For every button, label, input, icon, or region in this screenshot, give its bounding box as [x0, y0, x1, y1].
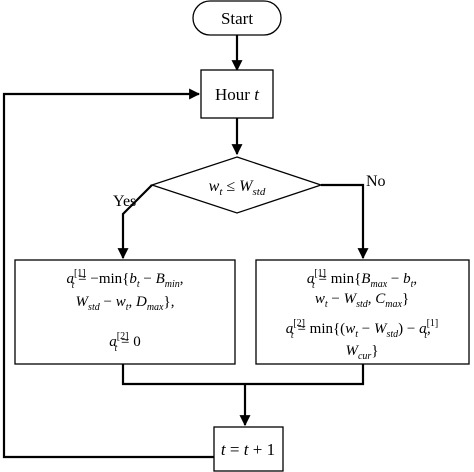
decision-diamond [149, 156, 324, 214]
condition-label: wt ≤ Wstd [209, 178, 266, 198]
right-action-box [255, 259, 470, 365]
right-action-text: a[1]t = min{Bmax − bt, wt − Wstd, Cmax} … [286, 268, 439, 362]
left-line-3: a[2]t = 0 [109, 331, 140, 354]
left-action-box [14, 259, 236, 365]
connectors [2, 35, 369, 459]
arrow-yes-branch [117, 184, 153, 260]
arrow-no-branch [321, 183, 369, 260]
right-line-3: a[2]t = min{(wt − Wstd) − a[1]t, [286, 318, 439, 341]
yes-label: Yes [113, 193, 136, 210]
update-label: t = t + 1 [221, 440, 275, 459]
loop-back-arrow [2, 88, 214, 459]
right-line-2: wt − Wstd, Cmax} [315, 291, 409, 310]
right-line-1: a[1]t = min{Bmax − bt, [307, 268, 417, 291]
merge-line [121, 364, 365, 386]
hour-box [200, 69, 274, 119]
left-action-text: a[1]t = −min{bt − Bmin, Wstd − wt, Dmax}… [66, 268, 183, 354]
no-label: No [366, 173, 386, 190]
update-box [213, 426, 284, 472]
right-line-4: Wcur} [345, 343, 378, 362]
start-terminal [192, 0, 282, 36]
hour-label: Hour t [215, 85, 260, 104]
left-line-1: a[1]t = −min{bt − Bmin, [66, 268, 183, 291]
left-line-2: Wstd − wt, Dmax}, [76, 294, 175, 313]
start-label: Start [221, 9, 253, 28]
